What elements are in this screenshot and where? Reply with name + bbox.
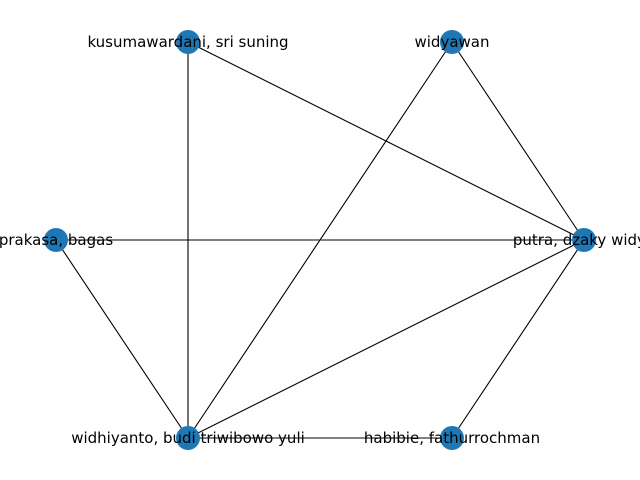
nodes-layer [44, 30, 596, 450]
node-prakasa [44, 228, 68, 252]
node-label-habibie: habibie, fathurrochman [364, 429, 540, 447]
edge-putra-widhiyanto [187, 239, 585, 439]
edge-widyawan-putra [451, 41, 585, 241]
node-widhiyanto [176, 426, 200, 450]
node-label-putra: putra, dzaky widya [513, 231, 640, 249]
node-label-widhiyanto: widhiyanto, budi triwibowo yuli [71, 429, 305, 447]
edges-layer [55, 41, 585, 439]
labels-layer: kusumawardani, sri suning widyawan prakasa… [0, 33, 640, 447]
node-kusuma [176, 30, 200, 54]
node-label-widyawan: widyawan [415, 33, 490, 51]
edge-prakasa-widhiyanto [55, 239, 189, 439]
node-habibie [440, 426, 464, 450]
node-putra [572, 228, 596, 252]
node-widyawan [440, 30, 464, 54]
node-label-kusuma: kusumawardani, sri suning [87, 33, 288, 51]
edge-putra-habibie [451, 239, 585, 439]
node-label-prakasa: prakasa, bagas [0, 231, 113, 249]
